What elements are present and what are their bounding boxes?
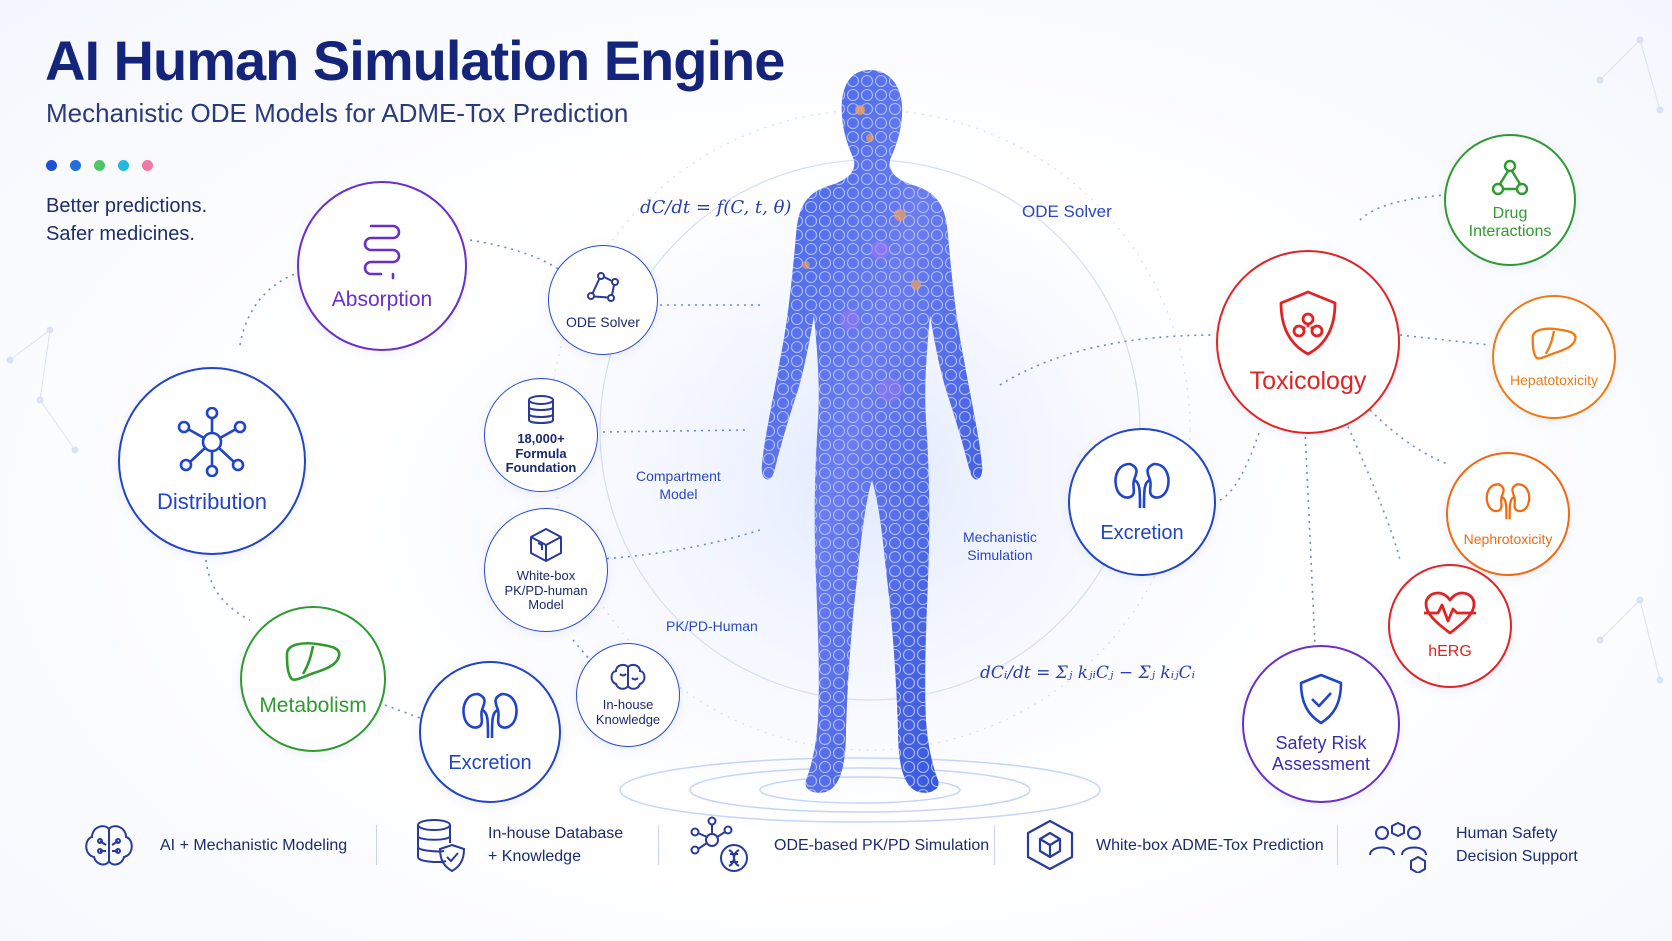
color-dots [46,160,153,171]
excretion-label-left: Excretion [448,751,532,774]
inhouse-knowledge-node: In-house Knowledge [576,643,680,747]
cube-icon [530,527,562,562]
mechanistic-simulation-annotation: Mechanistic Simulation [963,528,1037,564]
toxicology-label: Toxicology [1249,366,1367,395]
safety-risk-line: Safety Risk [1275,733,1367,754]
metabolism-label: Metabolism [259,693,367,717]
people-network-icon [1369,821,1427,873]
ai-brain-icon [85,825,133,866]
feature-whitebox-prediction: White-box ADME-Tox Prediction [1026,790,1324,900]
herg-label: hERG [1428,642,1472,660]
absorption-label: Absorption [331,287,433,311]
drug-interactions-line: Interactions [1468,223,1552,240]
safety-risk-node: Safety Risk Assessment [1242,645,1400,803]
kidney-icon [1485,483,1531,520]
feature-label: ODE-based PK/PD Simulation [774,836,990,854]
feature-ai-mechanistic: AI + Mechanistic Modeling [80,790,347,900]
tagline-line: Safer medicines. [46,223,195,245]
equation-bottom: dCᵢ/dt = Σⱼ kⱼᵢCⱼ − Σⱼ kᵢⱼCᵢ [980,663,1196,683]
color-dot [118,160,129,171]
feature-label: White-box ADME-Tox Prediction [1096,836,1324,854]
knowledge-line: Knowledge [595,712,661,727]
color-dot [142,160,153,171]
kidney-icon [462,692,518,738]
equation-top: dC/dt = f(C, t, θ) [640,197,792,218]
whitebox-line: White-box [516,567,576,583]
metabolism-node: Metabolism [240,606,386,752]
shield-check-icon [1299,674,1343,725]
whitebox-line: Model [528,597,564,613]
database-icon [528,394,554,424]
divider [376,825,377,865]
distribution-label: Distribution [156,489,268,515]
nephrotoxicity-node: Nephrotoxicity [1446,452,1570,576]
divider [658,825,659,865]
formula-foundation-node: 18,000+ Formula Foundation [484,378,598,492]
toxicology-node: Toxicology [1216,250,1400,434]
whitebox-model-node: White-box PK/PD-human Model [484,508,608,632]
whitebox-line: PK/PD-human [504,582,588,598]
distribution-node: Distribution [118,367,306,555]
color-dot [94,160,105,171]
color-dot [70,160,81,171]
graph-nodes-icon [587,271,619,302]
hepatotoxicity-label: Hepatotoxicity [1510,371,1598,388]
feature-human-safety: Human Safety Decision Support [1368,790,1578,900]
annotation-line: Compartment [636,468,721,484]
ode-solver-node-label: ODE Solver [566,313,640,330]
formula-line: Formula [515,445,567,461]
feature-label: AI + Mechanistic Modeling [160,836,348,854]
database-shield-icon [417,819,466,873]
network-icon [177,407,247,478]
feature-inhouse-database: In-house Database + Knowledge [414,790,623,900]
annotation-line: Mechanistic [963,529,1037,545]
feature-bar: AI + Mechanistic Modeling In-house Datab… [0,790,1672,900]
divider [1337,825,1338,865]
annotation-line: Simulation [967,547,1033,563]
ode-solver-annotation: ODE Solver [1022,202,1112,221]
molecule-dna-icon [690,816,748,872]
tagline-line: Better predictions. [46,195,208,217]
formula-line: Foundation [505,460,577,476]
herg-node: hERG [1388,564,1512,688]
human-figure [761,70,983,793]
excretion-node-left: Excretion [419,661,561,803]
feature-label: Human Safety [1456,825,1558,842]
hepatotoxicity-node: Hepatotoxicity [1492,295,1616,419]
page-title: AI Human Simulation Engine [45,29,785,92]
annotation-line: Model [659,486,698,502]
pkpd-human-annotation: PK/PD-Human [666,618,758,634]
page-subtitle: Mechanistic ODE Models for ADME-Tox Pred… [46,98,629,128]
feature-label: In-house Database [488,825,624,842]
nephrotoxicity-label: Nephrotoxicity [1463,530,1553,547]
feature-label: + Knowledge [488,848,581,865]
knowledge-line: In-house [602,697,654,713]
compartment-model-annotation: Compartment Model [636,467,721,503]
divider [994,825,995,865]
tagline: Better predictions. Safer medicines. [46,192,207,248]
drug-interactions-node: Drug Interactions [1444,134,1576,266]
heart-pulse-icon [1424,591,1476,635]
safety-risk-line: Assessment [1271,754,1371,774]
formula-line: 18,000+ [517,430,565,446]
brain-icon [610,663,646,690]
feature-label: Decision Support [1456,848,1578,865]
feature-ode-simulation: ODE-based PK/PD Simulation [690,790,989,900]
excretion-node-right: Excretion [1068,428,1216,576]
kidney-icon [1114,462,1170,508]
molecule-icon [1491,159,1529,195]
intestine-icon [363,224,401,280]
hazard-shield-icon [1279,290,1337,356]
liver-icon [1531,327,1577,360]
liver-icon [285,641,341,681]
color-dot [46,160,57,171]
ode-solver-node: ODE Solver [548,245,658,355]
excretion-label-right: Excretion [1100,521,1184,544]
absorption-node: Absorption [297,181,467,351]
drug-interactions-line: Drug [1492,204,1528,222]
cube-icon [1026,819,1074,871]
